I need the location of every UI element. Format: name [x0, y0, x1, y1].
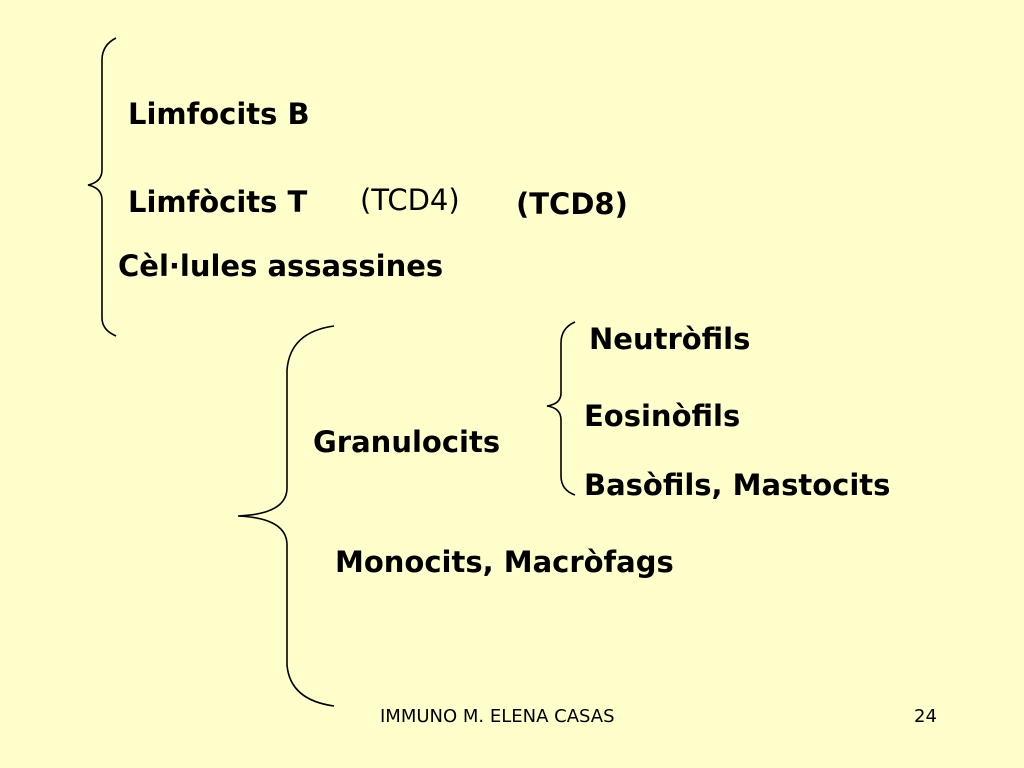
- granulocits-label: Granulocits: [313, 425, 501, 459]
- monocits-label: Monocits, Macròfags: [335, 545, 674, 579]
- limfocits-b-label: Limfocits B: [128, 97, 310, 131]
- limfocits-t-label: Limfòcits T: [128, 185, 308, 219]
- myeloid-bracket: [237, 325, 335, 707]
- footer-author: IMMUNO M. ELENA CASAS: [380, 706, 615, 727]
- neutrofils-label: Neutròfils: [589, 322, 751, 356]
- nk-cells-label: Cèl·lules assassines: [118, 249, 444, 283]
- granulocyte-bracket: [546, 321, 576, 496]
- eosinofils-label: Eosinòfils: [584, 399, 741, 433]
- lymphoid-bracket: [87, 37, 117, 337]
- page-number: 24: [914, 706, 937, 727]
- tcd8-label: (TCD8): [516, 187, 628, 221]
- basofils-label: Basòfils, Mastocits: [584, 468, 891, 502]
- tcd4-label: (TCD4): [360, 183, 460, 217]
